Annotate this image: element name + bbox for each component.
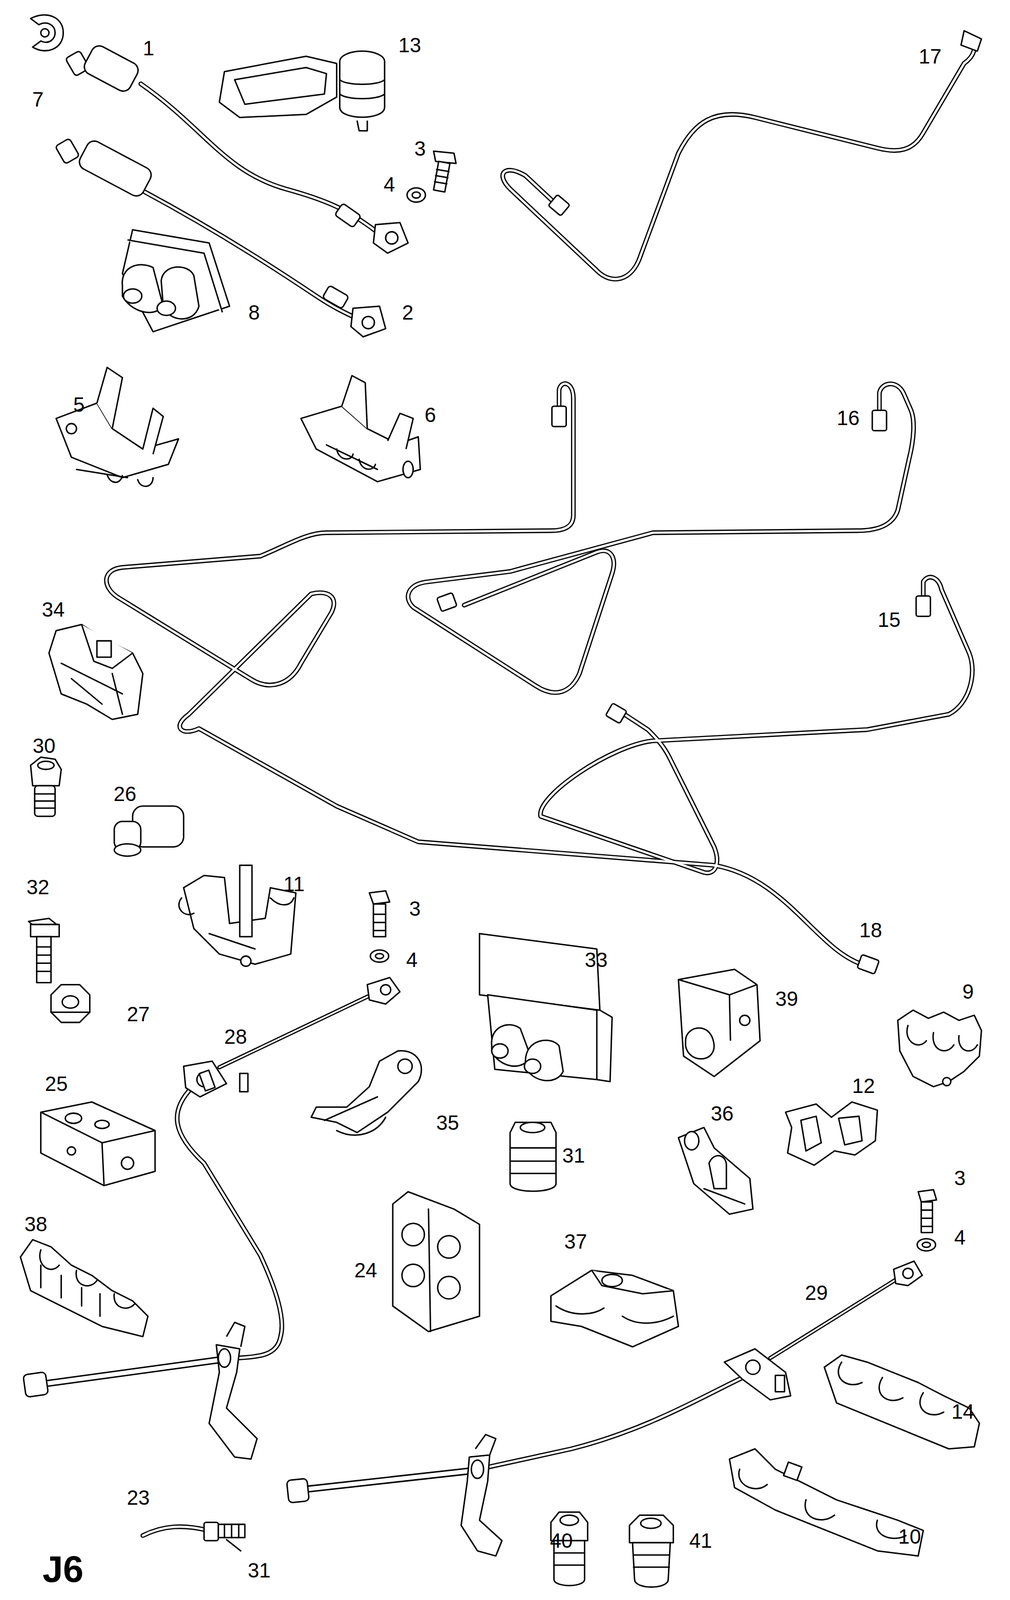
callout-number: 40 [548, 1529, 575, 1552]
callout-number: 33 [583, 948, 610, 972]
callout-number: 32 [25, 875, 52, 899]
callout-number: 23 [125, 1486, 152, 1509]
callout-number: 35 [434, 1111, 461, 1134]
callout-number: 30 [31, 734, 58, 757]
callout-number: 25 [43, 1072, 70, 1096]
callout-number: 16 [835, 406, 862, 430]
callout-number: 4 [404, 948, 419, 972]
callout-number: 37 [562, 1230, 589, 1253]
diagram-code: J6 [40, 1549, 86, 1589]
callout-number: 34 [40, 598, 67, 621]
callout-number: 10 [896, 1525, 923, 1548]
callout-number: 7 [30, 88, 46, 111]
callout-number: 29 [803, 1281, 830, 1304]
callout-number: 13 [396, 33, 424, 57]
callout-number: 31 [560, 1144, 587, 1167]
callout-number: 5 [71, 393, 87, 416]
callout-number: 18 [857, 918, 885, 942]
callout-number: 17 [917, 45, 944, 68]
callout-number: 4 [382, 173, 397, 196]
callout-number: 4 [952, 1226, 967, 1249]
callout-number: 3 [407, 897, 423, 920]
callout-number: 8 [246, 301, 262, 324]
callout-number: 28 [222, 1025, 249, 1048]
callout-number: 27 [125, 1002, 152, 1026]
callout-number: 14 [950, 1400, 977, 1423]
callout-number: 12 [850, 1074, 877, 1098]
callout-number: 11 [281, 872, 307, 896]
callout-number: 38 [23, 1212, 50, 1236]
callout-number: 2 [400, 301, 415, 324]
callout-number: 24 [352, 1258, 380, 1282]
callout-number: 3 [952, 1166, 967, 1190]
callout-number: 26 [112, 782, 139, 806]
callout-number: 36 [709, 1102, 736, 1125]
callout-number: 15 [876, 608, 903, 631]
callout-number: 3 [412, 137, 428, 160]
callout-number: 9 [960, 980, 976, 1003]
callout-number: 1 [141, 36, 156, 60]
callout-number: 6 [423, 403, 438, 427]
callout-number: 39 [773, 987, 801, 1010]
callout-number: 41 [687, 1529, 714, 1552]
callout-number: 31 [246, 1559, 273, 1582]
